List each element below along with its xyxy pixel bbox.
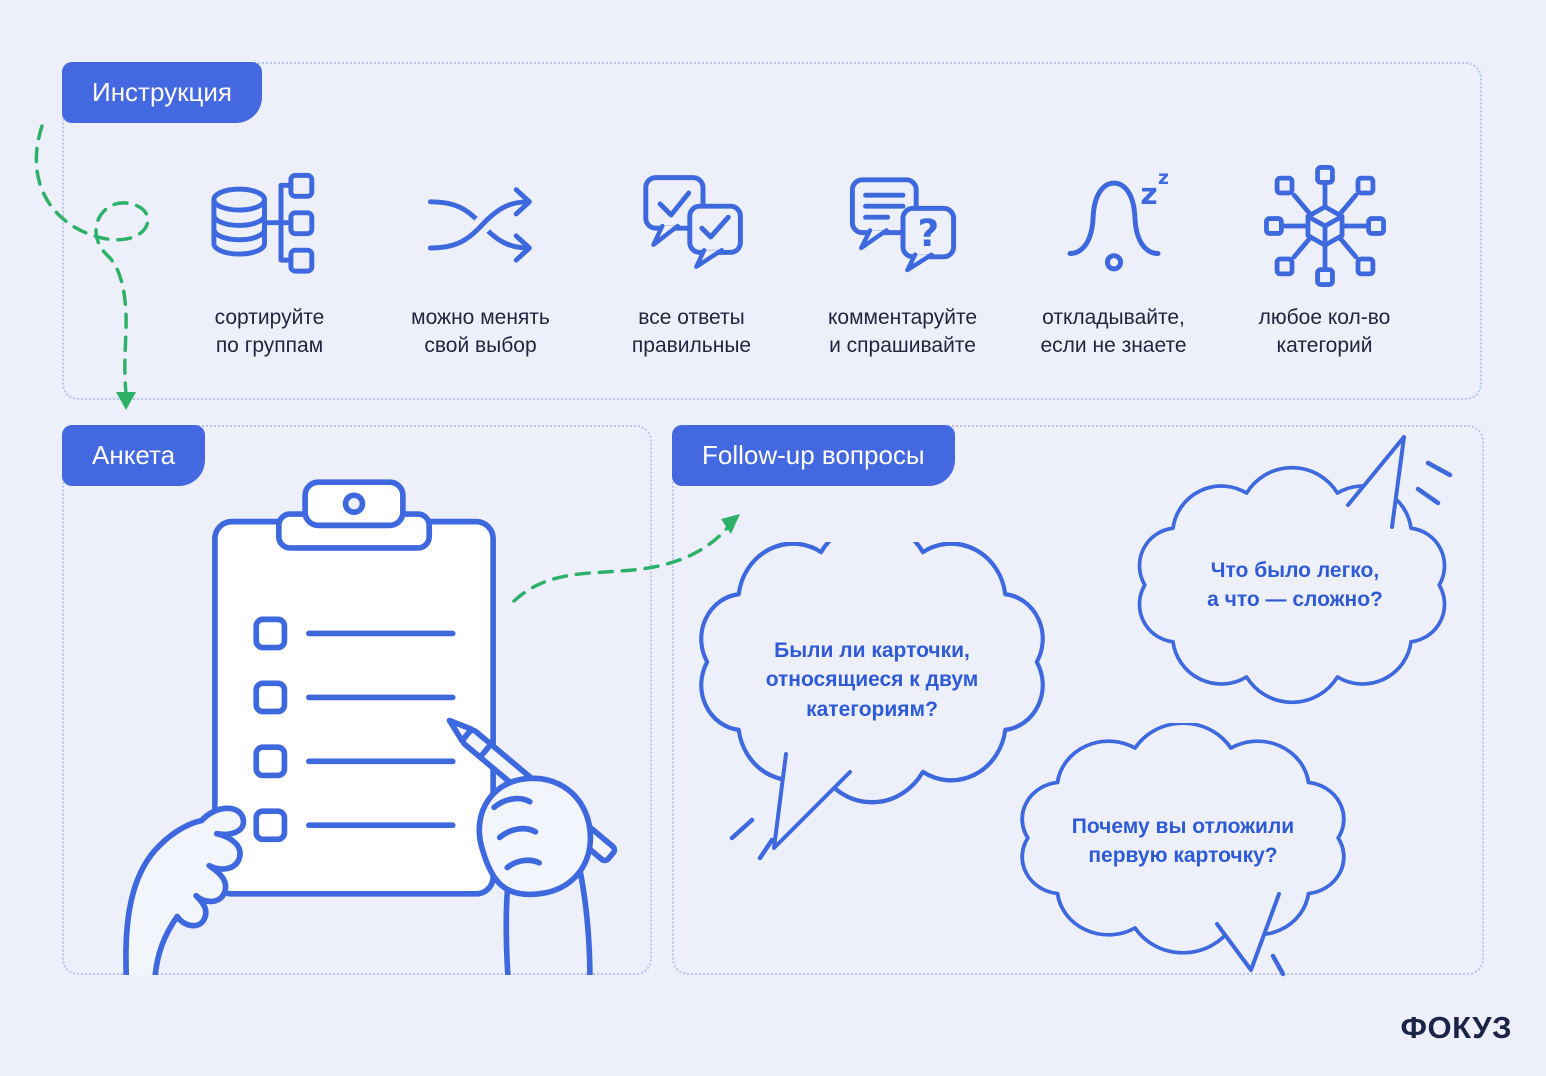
svg-text:?: ?	[917, 211, 939, 255]
caption-answers-correct: все ответы правильные	[631, 306, 752, 357]
speech-bubble-cloud-1	[699, 542, 1045, 861]
instruction-item-any-categories: любое кол-во категорий	[1219, 160, 1430, 360]
caption-shuffle: можно менять свой выбор	[411, 306, 550, 357]
any-categories-icon	[1263, 165, 1386, 287]
instruction-item-comment-ask: ? комментаруйте и спрашивайте	[797, 160, 1008, 360]
shuffle-icon	[427, 187, 532, 263]
postpone-bell-icon: z z	[1067, 168, 1169, 272]
instruction-icon-row: сортируйте по группам можно менять свой …	[64, 64, 1480, 360]
caption-postpone: откладывайте, если не знаете	[1040, 306, 1187, 357]
sort-groups-icon	[210, 172, 314, 274]
instruction-panel: Инструкция сортируйте по группам	[62, 62, 1482, 400]
caption-comment-ask: комментаруйте и спрашивайте	[827, 306, 978, 357]
clipboard-hands-illustration	[123, 479, 618, 975]
caption-any-categories: любое кол-во категорий	[1258, 306, 1391, 357]
fokuz-logo: ФОКУЗ	[1400, 1010, 1512, 1045]
followup-panel: Follow-up вопросы	[672, 425, 1484, 975]
instruction-item-postpone: z z откладывайте, если не знаете	[1008, 160, 1219, 360]
speech-bubble-cloud-2	[1137, 435, 1453, 705]
survey-label: Анкета	[62, 425, 206, 486]
followup-label: Follow-up вопросы	[672, 425, 955, 486]
followup-question-3: Почему вы отложили первую карточку?	[1071, 815, 1295, 868]
svg-text:z: z	[1140, 177, 1157, 212]
followup-question-2: Что было легко, а что — сложно?	[1207, 559, 1383, 612]
comment-ask-icon: ?	[849, 177, 956, 273]
instruction-label: Инструкция	[62, 62, 262, 123]
left-hand	[123, 805, 247, 975]
instruction-item-answers-correct: все ответы правильные	[586, 160, 797, 360]
right-hand	[476, 775, 594, 898]
followup-question-1: Были ли карточки, относящиеся к двум кат…	[765, 639, 979, 721]
svg-text:z: z	[1158, 168, 1169, 189]
survey-panel: Анкета	[62, 425, 652, 975]
instruction-item-sort-groups: сортируйте по группам	[164, 160, 375, 360]
caption-sort-groups: сортируйте по группам	[214, 306, 325, 357]
speech-bubble-cloud-3	[1020, 723, 1346, 977]
all-answers-correct-icon	[642, 175, 743, 269]
instruction-item-shuffle: можно менять свой выбор	[375, 160, 586, 360]
